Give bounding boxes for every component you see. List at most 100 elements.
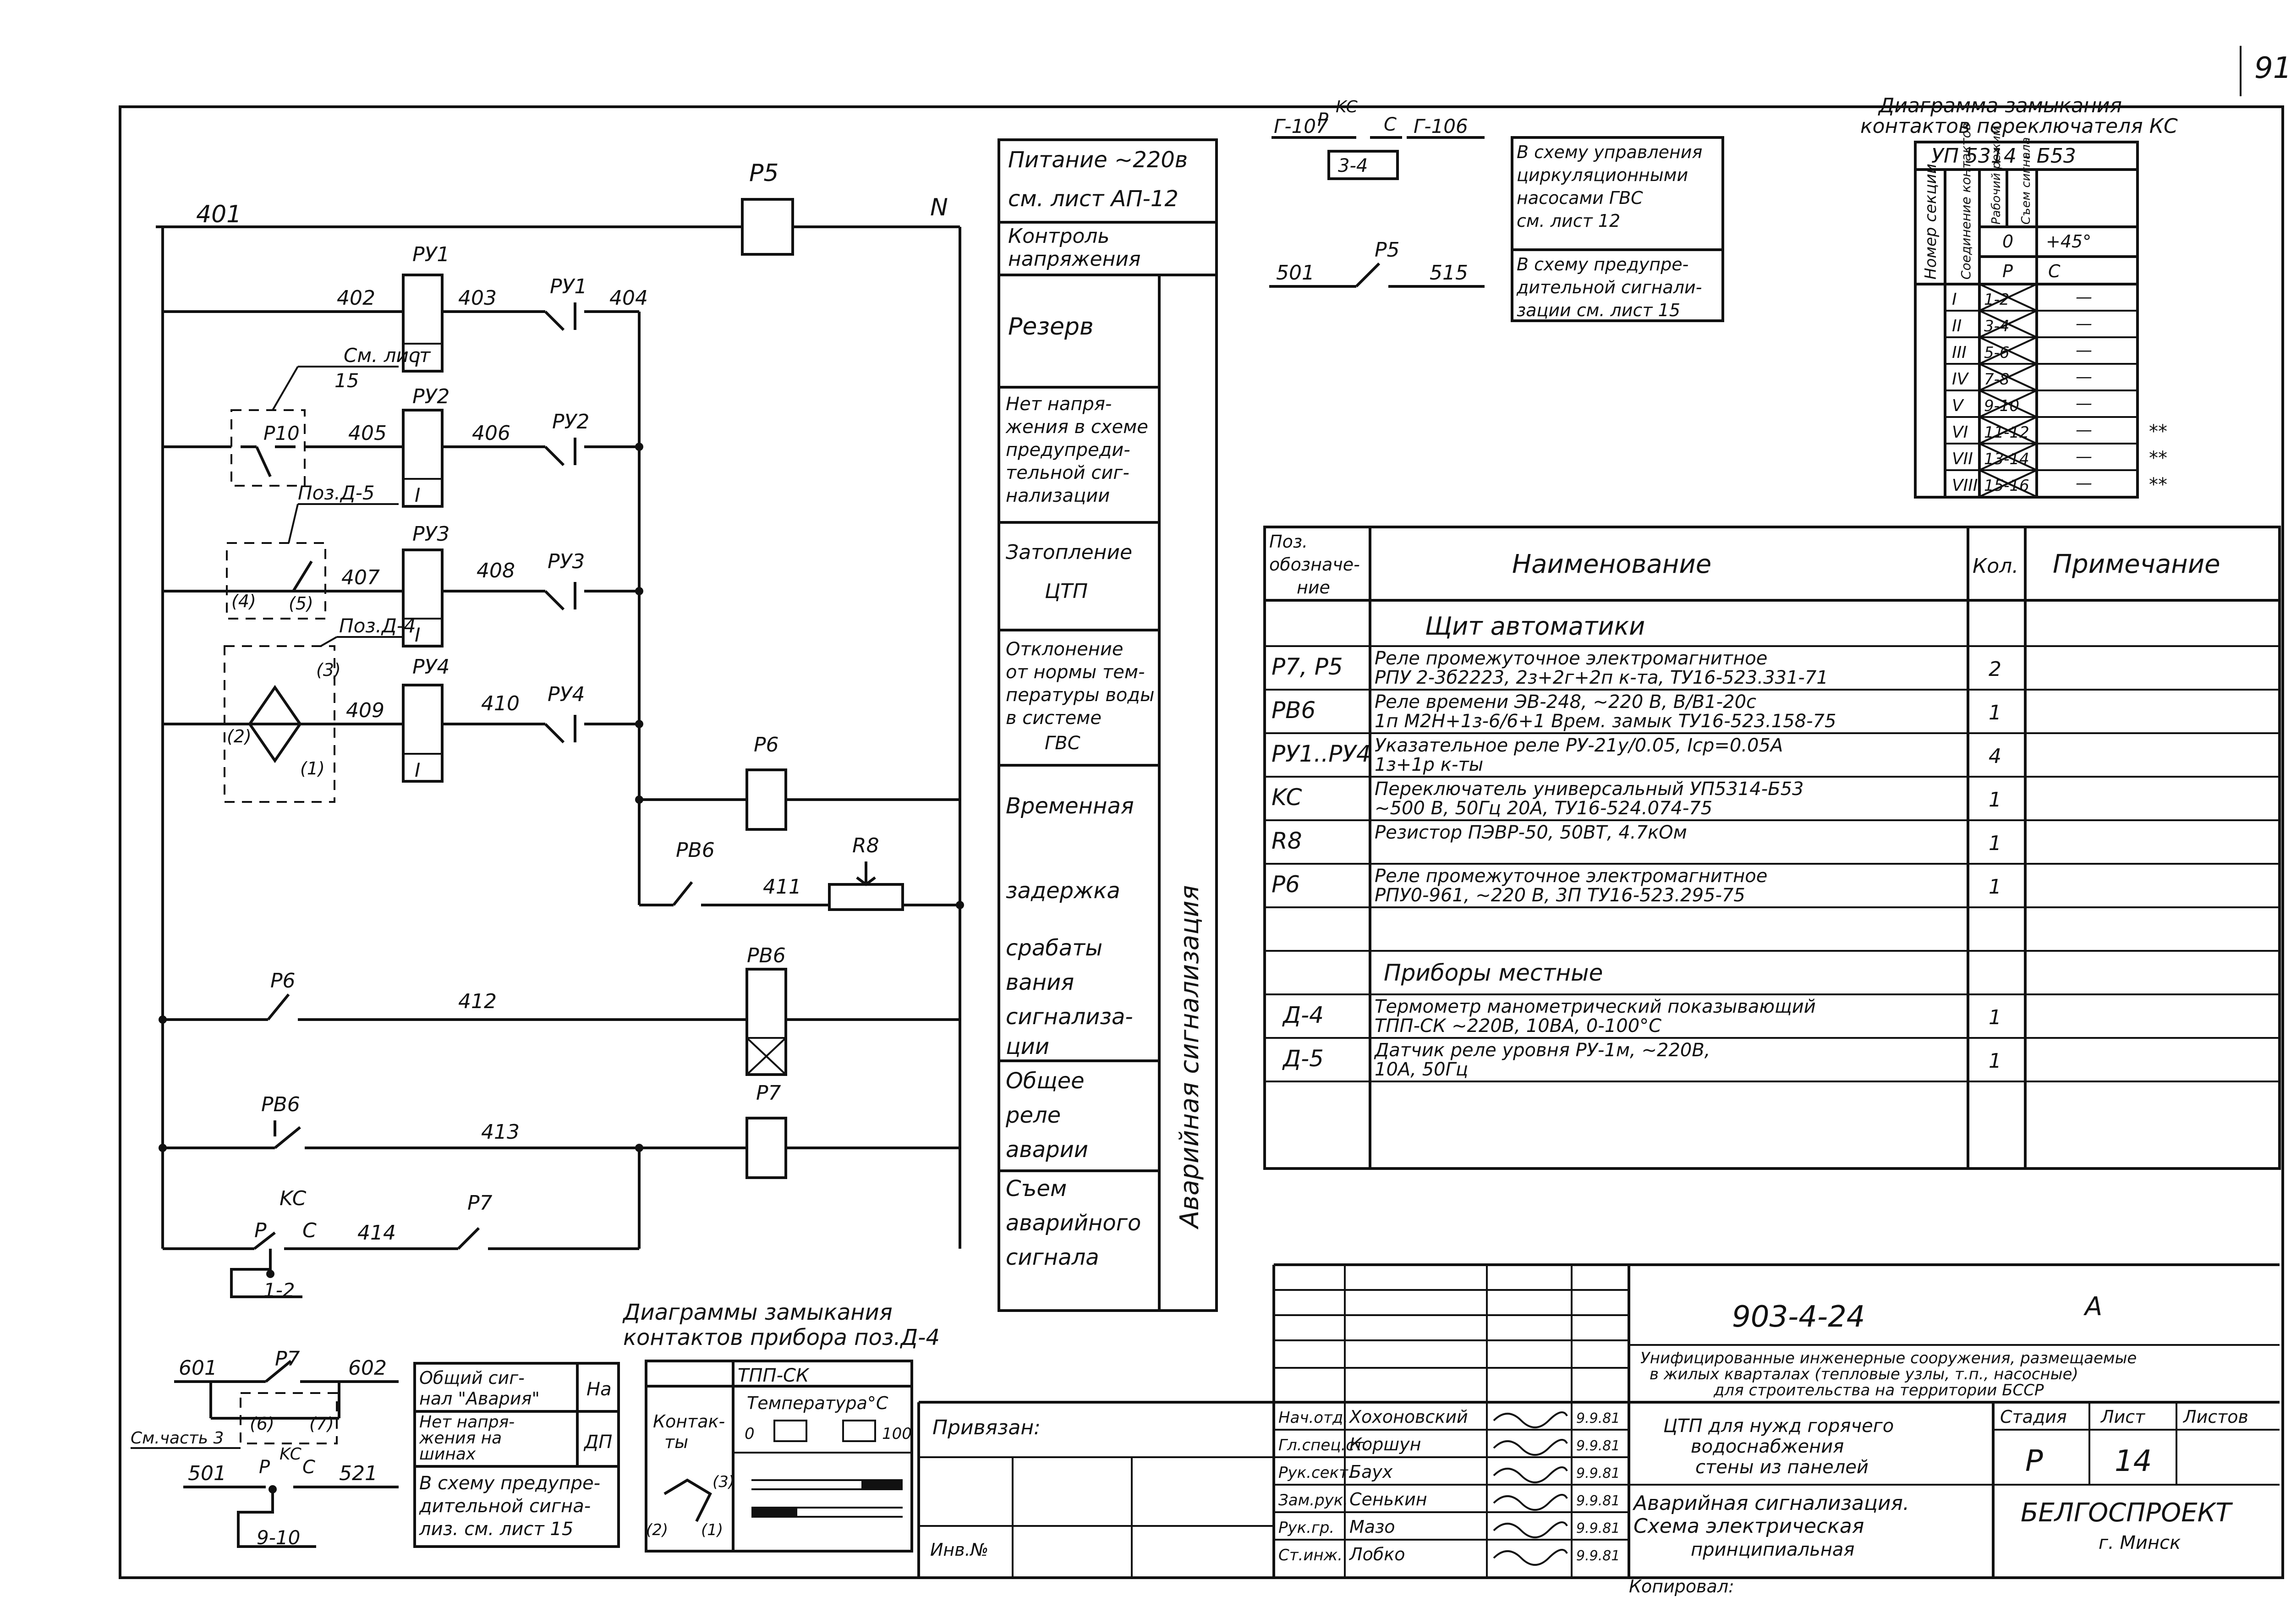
spec-row-name: Датчик реле уровня РУ-1м, ~220В,: [1374, 1040, 1710, 1061]
note-common-3: аварии: [1006, 1137, 1088, 1163]
spec-row-pos: KC: [1272, 784, 1302, 811]
ks-c: C: [302, 1219, 317, 1242]
sw-row-remove: —: [2076, 474, 2092, 493]
spec-row-name: Реле промежуточное электромагнитное: [1375, 866, 1767, 887]
tb-proj-1: ЦТП для нужд горячего: [1663, 1416, 1894, 1437]
tb-org: БЕЛГОСПРОЕКТ: [2021, 1498, 2233, 1528]
bl-a1-1: Общий сиг-: [419, 1368, 525, 1388]
note-power-1: Питание ~220в: [1008, 147, 1188, 173]
wire-401: 401: [196, 201, 241, 228]
tb-title-3: принципиальная: [1691, 1539, 1854, 1560]
note-delay-2: задержка: [1006, 878, 1120, 904]
tb-desc-1: Унифицированные инженерные сооружения, р…: [1640, 1349, 2137, 1367]
staff-date: 9.9.81: [1576, 1493, 1620, 1509]
pv6-coil-label: PB6: [747, 944, 786, 967]
tc-p: P: [1317, 110, 1329, 131]
sw-row-sec: IV: [1952, 370, 1969, 389]
g107: Г-107: [1274, 115, 1328, 137]
ru1-tag: I: [415, 349, 420, 371]
staff-signature: [1493, 1466, 1568, 1483]
tb-code: 903-4-24: [1732, 1300, 1865, 1334]
ru3-tag: I: [415, 624, 420, 646]
spec-row-qty: 1: [1989, 701, 2001, 724]
spec-row-pos: PB6: [1272, 697, 1315, 724]
staff-role: Рук.сект.: [1278, 1464, 1353, 1482]
tb-desc-3: для строительства на территории БССР: [1713, 1381, 2044, 1399]
staff-date: 9.9.81: [1576, 1465, 1620, 1481]
bl-501: 501: [188, 1462, 226, 1485]
p6-coil-label: P6: [754, 733, 779, 757]
spec-h-pos-3: ние: [1297, 577, 1330, 598]
tc-note2-2: дительной сигнали-: [1516, 277, 1702, 297]
spec-row-pos: P6: [1272, 871, 1300, 898]
spec-table: Поз. обозначе- ние Наименование Кол. При…: [1263, 526, 2281, 1170]
ru2-tag: I: [415, 484, 420, 506]
note-delay-5: сигнализа-: [1006, 1004, 1133, 1030]
relay-p5-label: P5: [749, 159, 778, 187]
sw-row-sec: VIII: [1952, 476, 1978, 495]
note-control-1: Контроль: [1008, 225, 1109, 248]
w405: 405: [348, 422, 387, 445]
spec-h-note: Примечание: [2053, 549, 2220, 579]
notes-column: Питание ~220в см. лист АП-12 Контроль на…: [998, 138, 1218, 1312]
note-control-2: напряжения: [1008, 247, 1140, 271]
note-novolt-2: жения в схеме: [1005, 417, 1148, 438]
sw-model: УП 5314 - Б53: [1931, 144, 2076, 168]
bl-c: C: [302, 1457, 315, 1478]
sw-row-sec: I: [1952, 290, 1957, 309]
ru4-tag: I: [415, 759, 420, 781]
note-dev-2: от нормы тем-: [1006, 662, 1145, 683]
sw-row-cross: [1979, 443, 2037, 471]
sw-row-mark: **: [2149, 421, 2167, 442]
ru4-label: PУ4: [412, 655, 449, 679]
note-dev-1: Отклонение: [1006, 639, 1124, 660]
spec-row-name: 1з+1р к-ты: [1375, 754, 1483, 775]
spec-row-name: Переключатель универсальный УП5314-Б53: [1375, 779, 1804, 800]
sw-row-sec: VII: [1952, 450, 1973, 468]
spec-rows: P7, P5 Реле промежуточное электромагнитно…: [1265, 645, 2280, 1082]
ru3-contact-label: PУ3: [548, 550, 585, 573]
tc-note1-1: В схему управления: [1517, 142, 1702, 162]
note-remove-3: сигнала: [1006, 1245, 1099, 1270]
tb-copied: Копировал:: [1629, 1576, 1734, 1597]
note-dev-5: ГВС: [1045, 733, 1080, 754]
staff-signature: [1493, 1549, 1568, 1566]
term-2: (2): [227, 726, 252, 746]
ru2-label: PУ2: [412, 385, 449, 408]
staff-name: Баух: [1349, 1462, 1393, 1482]
note-reserve: Резерв: [1008, 313, 1094, 340]
tb-proj-3: стены из панелей: [1695, 1457, 1869, 1478]
bl-b1-3: шинах: [419, 1445, 476, 1464]
bl-temp: Температура°С: [747, 1393, 888, 1413]
tb-inv: Инв.№: [930, 1540, 988, 1560]
ks-12: 1-2: [263, 1279, 295, 1301]
bl-c2: (2): [646, 1521, 668, 1539]
bl-601: 601: [179, 1356, 217, 1380]
bl-title-2: контактов прибора поз.Д-4: [623, 1325, 940, 1350]
spec-row-pos: P7, P5: [1272, 653, 1343, 680]
spec-row-name: 1п М2Н+1з-6/6+1 Врем. замык ТУ16-523.158…: [1375, 711, 1836, 732]
w406: 406: [472, 422, 510, 445]
spec-row-qty: 1: [1989, 788, 2001, 812]
spec-row-pos: R8: [1272, 828, 1302, 854]
staff-role: Зам.рук.: [1278, 1491, 1348, 1509]
bl-a2: На: [586, 1379, 612, 1400]
sw-row-cross: [1979, 416, 2037, 444]
spec-row-name: РПУ 2-3б2223, 2з+2г+2п к-та, ТУ16-523.33…: [1375, 667, 1828, 688]
note-dev-4: в системе: [1006, 708, 1102, 729]
term-4: (4): [231, 591, 256, 611]
bl-b2: ДП: [583, 1432, 612, 1453]
sheet-frame: [119, 105, 2284, 1579]
sw-pos-c: C: [2048, 261, 2061, 281]
w411: 411: [763, 875, 801, 899]
sw-pos-p: P: [2002, 261, 2013, 281]
p7-contact-label: P7: [467, 1191, 493, 1215]
ks-p: P: [254, 1219, 267, 1242]
staff-name: Лобко: [1348, 1544, 1405, 1564]
r8-label: R8: [852, 834, 879, 857]
spec-h-pos-2: обозначе-: [1269, 554, 1360, 575]
bl-910: 9-10: [257, 1526, 300, 1549]
g106: Г-106: [1414, 115, 1468, 137]
